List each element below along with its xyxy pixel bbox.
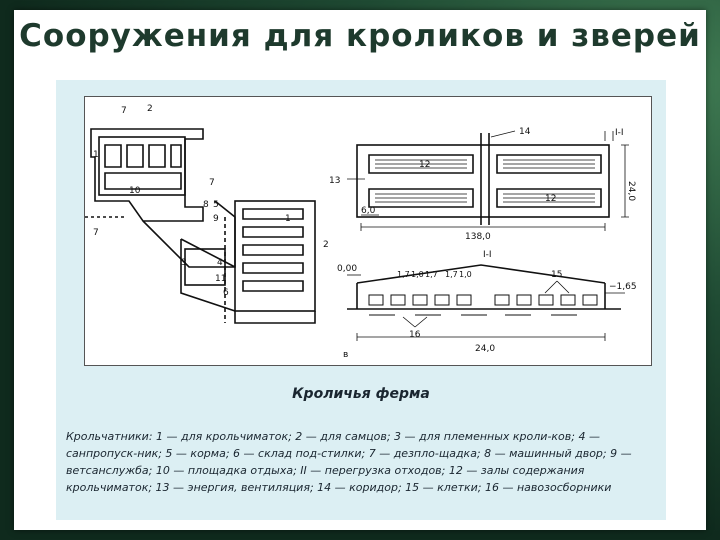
plan-label-7a: 7 — [121, 106, 127, 116]
level-minus: −1,65 — [609, 282, 637, 292]
slide-title: Сооружения для кроликов и зверей — [19, 18, 701, 54]
plan-label-9: 9 — [213, 214, 219, 224]
leader-14 — [490, 130, 516, 138]
plan-label-6: 6 — [223, 288, 229, 298]
plan-label-5: 5 — [213, 200, 219, 210]
dim-top-2: 1,7 — [425, 270, 438, 279]
dim-length-line — [360, 223, 606, 231]
plan-label-11: 11 — [215, 274, 226, 284]
plan-label-1: 1 — [93, 150, 99, 160]
label-b: в — [343, 350, 348, 360]
label-section-mark: I-I — [615, 128, 624, 138]
site-plan-bottom — [234, 311, 316, 324]
rest-area — [104, 172, 182, 190]
plan-label-7b: 7 — [93, 228, 99, 238]
label-dim-bay: 6,0 — [361, 206, 376, 216]
dim-top-3: 1,7 — [445, 270, 458, 279]
level-zero: 0,00 — [337, 264, 357, 274]
site-plan-labels: 7 2 1 10 7 7 8 5 9 1 2 3 4 11 6 — [93, 104, 329, 298]
label-13: 13 — [329, 176, 340, 186]
plan-label-2b: 2 — [323, 240, 329, 250]
leader-15 — [544, 280, 570, 294]
section-mark-lines — [604, 131, 614, 141]
plan-label-3: 3 — [181, 258, 187, 268]
building-plan — [347, 130, 629, 231]
dim-top-1: 1,0 — [411, 270, 424, 279]
farm-drawing-svg: 7 2 1 10 7 7 8 5 9 1 2 3 4 11 6 — [85, 104, 637, 360]
breeding-halls — [368, 154, 602, 208]
plan-label-7c: 7 — [209, 178, 215, 188]
label-12a: 12 — [419, 160, 430, 170]
cage-lines — [375, 159, 595, 203]
building-outline — [356, 144, 610, 218]
farm-drawing: 7 2 1 10 7 7 8 5 9 1 2 3 4 11 6 — [84, 96, 652, 366]
breeding-block-rows — [104, 144, 182, 168]
corridor-walls — [480, 133, 490, 225]
cross-section — [347, 264, 625, 341]
label-16: 16 — [409, 330, 421, 340]
label-15: 15 — [551, 270, 562, 280]
site-plan-lower-edge — [180, 238, 236, 312]
site-plan — [85, 128, 316, 324]
label-14: 14 — [519, 127, 531, 137]
label-dim-length: 138,0 — [465, 232, 491, 242]
section-walls — [356, 283, 606, 309]
dim-top-0: 1,7 — [397, 270, 410, 279]
breeding-block — [98, 136, 186, 196]
plan-label-1b: 1 — [285, 214, 291, 224]
label-dim-width: 24,0 — [626, 181, 636, 201]
figure-legend: Крольчатники: 1 — для крольчиматок; 2 — … — [66, 430, 632, 494]
label-12b: 12 — [545, 194, 556, 204]
dim-top-4: 1,0 — [459, 270, 472, 279]
plan-label-2: 2 — [147, 104, 153, 114]
building-plan-labels: 14 I-I 13 12 12 6,0 138,0 24,0 — [329, 127, 636, 242]
plan-label-4: 4 — [217, 258, 223, 268]
dim-span-line — [356, 333, 606, 341]
figure-caption: Кроличья ферма — [292, 386, 430, 402]
section-title: I-I — [483, 250, 492, 260]
cages — [368, 294, 598, 306]
male-block — [234, 200, 316, 312]
site-plan-outline-a — [90, 128, 204, 222]
plan-label-8: 8 — [203, 200, 209, 210]
plan-label-10: 10 — [129, 186, 141, 196]
label-dim-span: 24,0 — [475, 344, 495, 354]
male-block-rows — [242, 208, 304, 292]
dim-width-line — [621, 144, 629, 218]
leader-16 — [402, 316, 428, 328]
roof-line — [356, 264, 606, 284]
cross-section-labels: I-I 0,00 −1,65 1,7 1,0 1,7 1,7 1,0 15 16… — [337, 250, 637, 360]
